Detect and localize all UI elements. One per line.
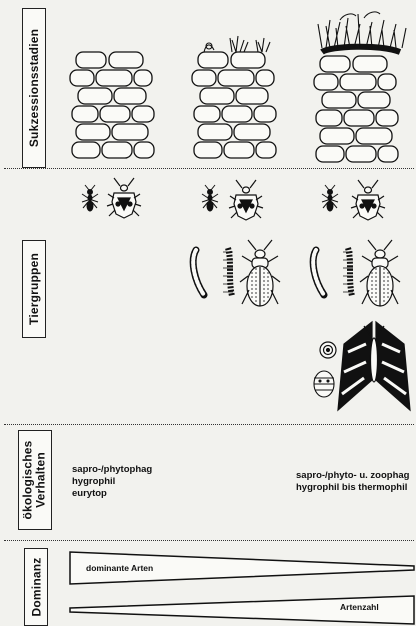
species-count-label: Artenzahl xyxy=(340,602,379,612)
ant-2 xyxy=(202,185,218,211)
ecology-left-line-3: eurytop xyxy=(72,488,152,500)
wall-stage-1 xyxy=(70,52,154,158)
bug-2 xyxy=(229,180,263,220)
ant-3 xyxy=(322,185,338,211)
ecology-right-line-2: hygrophil bis thermophil xyxy=(296,482,414,494)
millipede-2 xyxy=(343,248,353,296)
ecology-text-right: sapro-/phyto- u. zoophag hygrophil bis t… xyxy=(296,470,414,494)
moth xyxy=(338,322,410,410)
ant-1 xyxy=(82,185,98,211)
snail xyxy=(320,342,336,358)
wall-stage-3 xyxy=(314,12,406,162)
wall-stage-2 xyxy=(192,36,276,158)
millipede-1 xyxy=(223,248,233,296)
larva-1 xyxy=(193,250,204,295)
vegetation-dense xyxy=(318,12,406,52)
ecology-left-line-1: sapro-/phytophag xyxy=(72,464,152,476)
dominant-species-label: dominante Arten xyxy=(86,563,153,573)
moss-small xyxy=(204,36,270,52)
woodlouse xyxy=(314,371,334,397)
ecology-right-line-1: sapro-/phyto- u. zoophag xyxy=(296,470,414,482)
bug-3 xyxy=(351,180,385,220)
ecology-left-line-2: hygrophil xyxy=(72,476,152,488)
ecology-text-left: sapro-/phytophag hygrophil eurytop xyxy=(72,464,152,500)
beetle-2 xyxy=(360,240,400,306)
beetle-1 xyxy=(240,240,280,306)
larva-2 xyxy=(313,250,324,295)
bug-1 xyxy=(107,178,141,218)
